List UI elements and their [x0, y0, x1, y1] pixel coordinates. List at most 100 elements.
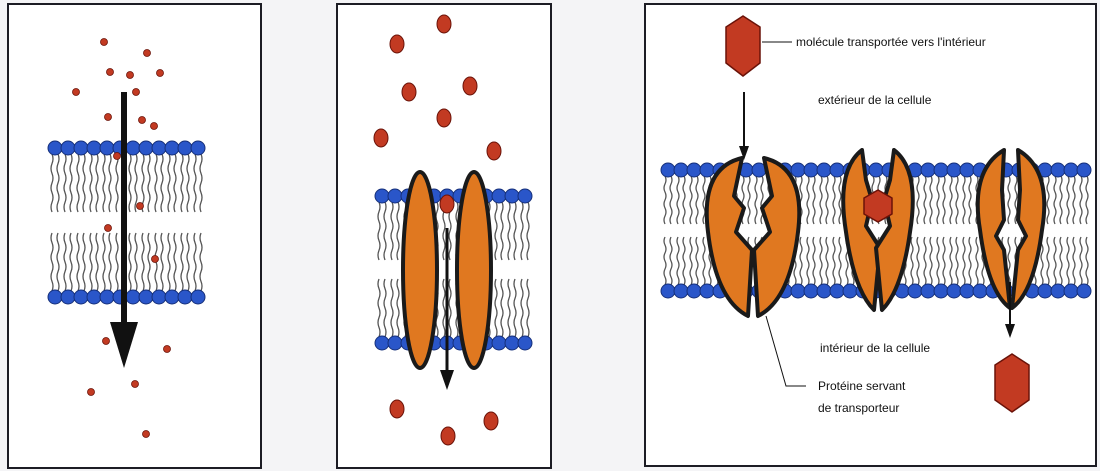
lipid-head [61, 141, 75, 155]
lipid-head [178, 290, 192, 304]
small-molecule [143, 431, 150, 438]
ion [374, 129, 388, 147]
channel-protein-right-half [457, 172, 491, 368]
small-molecule [88, 389, 95, 396]
small-molecule [157, 70, 164, 77]
lipid-head [921, 163, 935, 177]
lipid-head [518, 189, 532, 203]
lipid-head [934, 284, 948, 298]
lipid-head [1064, 284, 1078, 298]
transported-molecule-outside [726, 16, 760, 76]
lipid-head [960, 163, 974, 177]
bound-molecule [864, 190, 892, 222]
lipid-head [830, 284, 844, 298]
lipid-head [830, 163, 844, 177]
small-molecule [103, 338, 110, 345]
small-molecule [132, 381, 139, 388]
lipid-head [960, 284, 974, 298]
lipid-head [100, 141, 114, 155]
ion [437, 15, 451, 33]
label-transported-molecule: molécule transportée vers l'intérieur [796, 35, 986, 49]
lipid-head [492, 189, 506, 203]
lipid-head [388, 189, 402, 203]
lipid-head [178, 141, 192, 155]
lipid-head [973, 284, 987, 298]
small-molecule [133, 89, 140, 96]
small-molecule [101, 39, 108, 46]
lipid-head [947, 284, 961, 298]
small-molecule [139, 117, 146, 124]
label-inside-cell: intérieur de la cellule [820, 341, 930, 355]
panel-carrier-protein: molécule transportée vers l'intérieur ex… [645, 4, 1096, 466]
lipid-head [87, 141, 101, 155]
lipid-head [1051, 163, 1065, 177]
channel-protein-left-half [403, 172, 437, 368]
lipid-head [687, 163, 701, 177]
lipid-head [674, 284, 688, 298]
small-molecule [164, 346, 171, 353]
lipid-head [492, 336, 506, 350]
ion [484, 412, 498, 430]
panel-simple-diffusion [8, 4, 261, 468]
transported-molecule-inside [995, 354, 1029, 412]
lipid-head [843, 284, 857, 298]
lipid-head [817, 284, 831, 298]
small-molecule [151, 123, 158, 130]
lipid-head [934, 163, 948, 177]
lipid-head [908, 284, 922, 298]
lipid-head [375, 336, 389, 350]
panel-frame [337, 4, 551, 468]
lipid-head [87, 290, 101, 304]
lipid-head [518, 336, 532, 350]
ion [390, 400, 404, 418]
lipid-head [100, 290, 114, 304]
label-carrier-protein-line2: de transporteur [818, 401, 899, 415]
ion [487, 142, 501, 160]
lipid-head [152, 141, 166, 155]
lipid-head [661, 163, 675, 177]
ion [440, 195, 454, 213]
small-molecule [107, 69, 114, 76]
lipid-head [191, 141, 205, 155]
lipid-head [817, 163, 831, 177]
small-molecule [73, 89, 80, 96]
lipid-head [191, 290, 205, 304]
lipid-head [791, 163, 805, 177]
lipid-head [74, 141, 88, 155]
small-molecule [114, 153, 121, 160]
lipid-head [700, 284, 714, 298]
small-molecule [144, 50, 151, 57]
lipid-head [687, 284, 701, 298]
lipid-head [139, 141, 153, 155]
lipid-head [505, 189, 519, 203]
lipid-head [700, 163, 714, 177]
lipid-head [165, 141, 179, 155]
ion [437, 109, 451, 127]
lipid-head [152, 290, 166, 304]
lipid-head [1077, 163, 1091, 177]
lipid-head [947, 163, 961, 177]
lipid-head [661, 284, 675, 298]
small-molecule [152, 256, 159, 263]
lipid-head [804, 284, 818, 298]
lipid-head [869, 163, 883, 177]
small-molecule [127, 72, 134, 79]
lipid-head [388, 336, 402, 350]
lipid-head [139, 290, 153, 304]
lipid-head [1064, 163, 1078, 177]
lipid-head [674, 163, 688, 177]
lipid-head [126, 290, 140, 304]
lipid-head [804, 163, 818, 177]
lipid-head [48, 290, 62, 304]
lipid-head [791, 284, 805, 298]
label-carrier-protein-line1: Protéine servant [818, 379, 906, 393]
lipid-head [61, 290, 75, 304]
lipid-head [48, 141, 62, 155]
ion [441, 427, 455, 445]
lipid-head [505, 336, 519, 350]
ion [390, 35, 404, 53]
panel-channel-protein [337, 4, 551, 468]
lipid-head [375, 189, 389, 203]
lipid-head [1051, 284, 1065, 298]
lipid-head [126, 141, 140, 155]
